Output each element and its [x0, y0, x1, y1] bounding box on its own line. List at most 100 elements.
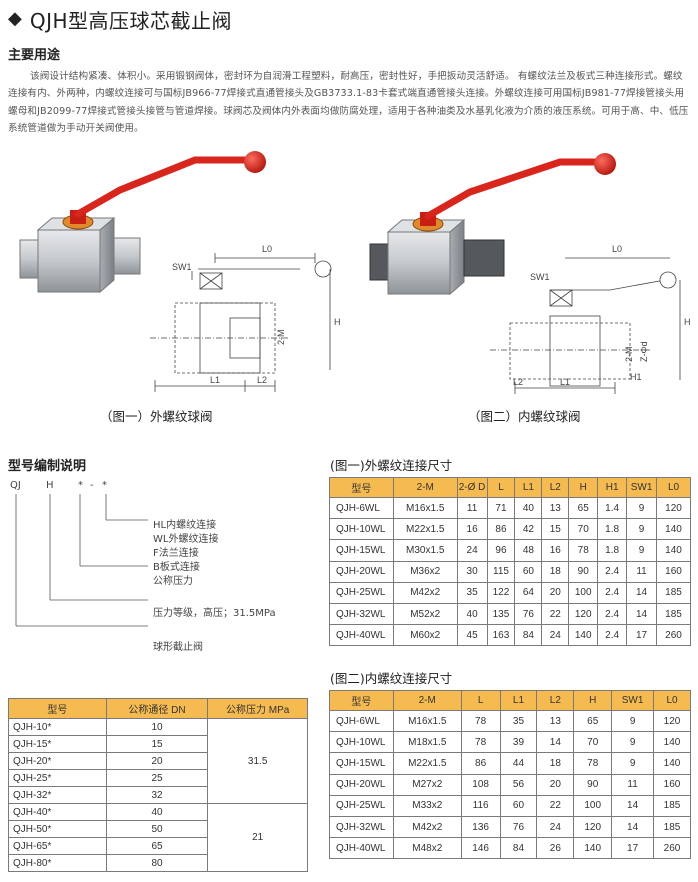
model-code-diagram: QJ H * - * HL内螺纹连接 WL外螺纹连接 F法兰连接 B板式连接 公… [8, 480, 308, 660]
table2-cell: 9 [611, 709, 655, 733]
table1-cell: 1.4 [597, 496, 628, 520]
pressure-cell-dn: 15 [105, 735, 209, 753]
table2-header: L2 [536, 690, 575, 711]
table2-cell: 140 [573, 837, 613, 860]
table2-cell: 56 [499, 773, 538, 796]
table1-cell: 24 [456, 539, 488, 562]
table1-header: 2-M [392, 477, 458, 498]
dim-l1-2: L1 [560, 377, 570, 387]
table1-cell: 22 [541, 602, 570, 626]
table2-cell: 11 [611, 773, 655, 796]
table2-cell: 20 [536, 773, 575, 796]
code-label-level: 压力等级，高压；31.5MPa [153, 608, 276, 619]
pressure-cell-dn: 50 [105, 820, 209, 838]
table1-cell: M16x1.5 [392, 496, 458, 520]
pressure-cell-dn: 10 [105, 718, 209, 736]
pressure-cell-mpa-b: 21 [207, 803, 308, 872]
table2-cell: M48x2 [392, 837, 462, 860]
code-char-h: H [46, 480, 54, 491]
table1-cell: M52x2 [392, 602, 458, 626]
dim-h1-2: H1 [630, 372, 642, 382]
table1-cell: 24 [541, 624, 570, 647]
dim-l2-1: L2 [257, 375, 267, 385]
table2-cell: M42x2 [392, 815, 462, 839]
code-label-b: B板式连接 [153, 562, 200, 573]
table2-header: L [460, 690, 501, 711]
table1-header: H1 [597, 477, 628, 498]
table2-cell: 26 [536, 837, 575, 860]
table2-header: L0 [653, 690, 691, 711]
code-label-hl: HL内螺纹连接 [153, 520, 217, 531]
table2-cell: QJH-6WL [329, 709, 394, 733]
pressure-cell-model: QJH-65* [8, 837, 107, 855]
table2-cell: 14 [611, 815, 655, 839]
figure-external-thread-valve: L0 SW1 H 2-M L1 L2 [19, 151, 341, 392]
table1-cell: 160 [656, 560, 691, 583]
table2-cell: 65 [573, 709, 613, 733]
table1-cell: M60x2 [392, 624, 458, 647]
figure1-caption: （图一）外螺纹球阀 [100, 409, 213, 424]
figure-internal-thread-valve: L0 SW1 H 2-M Z-Φd H1 L1 L2 [369, 153, 691, 394]
table2-cell: 13 [536, 709, 575, 733]
table2-cell: 140 [653, 731, 691, 754]
table1-header: SW1 [626, 477, 658, 498]
table1-cell: 60 [514, 560, 543, 583]
usage-heading: 主要用途 [8, 48, 61, 63]
table2-cell: QJH-20WL [329, 773, 394, 796]
table1-cell: 140 [656, 518, 691, 541]
table1-cell: 140 [656, 539, 691, 562]
table1-cell: 135 [486, 602, 516, 626]
pressure-cell-model: QJH-80* [8, 854, 107, 872]
table1-cell: 13 [541, 496, 570, 520]
code-char-star2: * [102, 480, 107, 491]
table2-cell: M27x2 [392, 773, 462, 796]
table2-cell: 78 [460, 731, 501, 754]
table1-cell: 9 [626, 518, 658, 541]
table1-cell: 14 [626, 581, 658, 604]
table1-cell: 1.8 [597, 539, 628, 562]
table-row: QJH-25* 25 [8, 769, 308, 787]
valve-photo-external [19, 151, 266, 294]
table2-cell: 22 [536, 794, 575, 817]
table-row: QJH-65* 65 [8, 837, 308, 855]
table1-cell: 2.4 [597, 560, 628, 583]
table2-cell: 136 [460, 815, 501, 839]
pressure-cell-dn: 40 [105, 803, 209, 821]
valve-photo-internal [369, 153, 616, 296]
table1-cell: 48 [514, 539, 543, 562]
table1-cell: 40 [456, 602, 488, 626]
pressure-header-dn: 公称通径 DN [105, 698, 209, 719]
table2-cell: 120 [653, 709, 691, 733]
table1-cell: 15 [541, 518, 570, 541]
pressure-cell-model: QJH-15* [8, 735, 107, 753]
table1-cell: QJH-20WL [329, 560, 394, 583]
code-char-qj: QJ [10, 480, 21, 491]
table1-cell: 2.4 [597, 624, 628, 647]
table1-header: L1 [514, 477, 543, 498]
dim-l0-2: L0 [612, 244, 622, 254]
table2-cell: 108 [460, 773, 501, 796]
table2-cell: 14 [611, 794, 655, 817]
usage-description: 该阀设计结构紧凑、体积小。采用锻钢阀体，密封环为自润滑工程塑料，耐高压，密封性好… [8, 71, 689, 135]
table1-header: L2 [541, 477, 570, 498]
pressure-cell-model: QJH-25* [8, 769, 107, 787]
code-label-pressure: 公称压力 [153, 576, 193, 587]
code-char-dash: - [90, 480, 94, 491]
table2-cell: 39 [499, 731, 538, 754]
table2-header: L1 [499, 690, 538, 711]
table2-cell: 116 [460, 794, 501, 817]
table2-cell: 70 [573, 731, 613, 754]
table2-cell: 146 [460, 837, 501, 860]
table2-cell: 185 [653, 815, 691, 839]
table1-cell: M30x1.5 [392, 539, 458, 562]
table2-header: 2-M [392, 690, 462, 711]
table1-header: H [568, 477, 599, 498]
table1-title: (图一)外螺纹连接尺寸 [330, 458, 453, 473]
